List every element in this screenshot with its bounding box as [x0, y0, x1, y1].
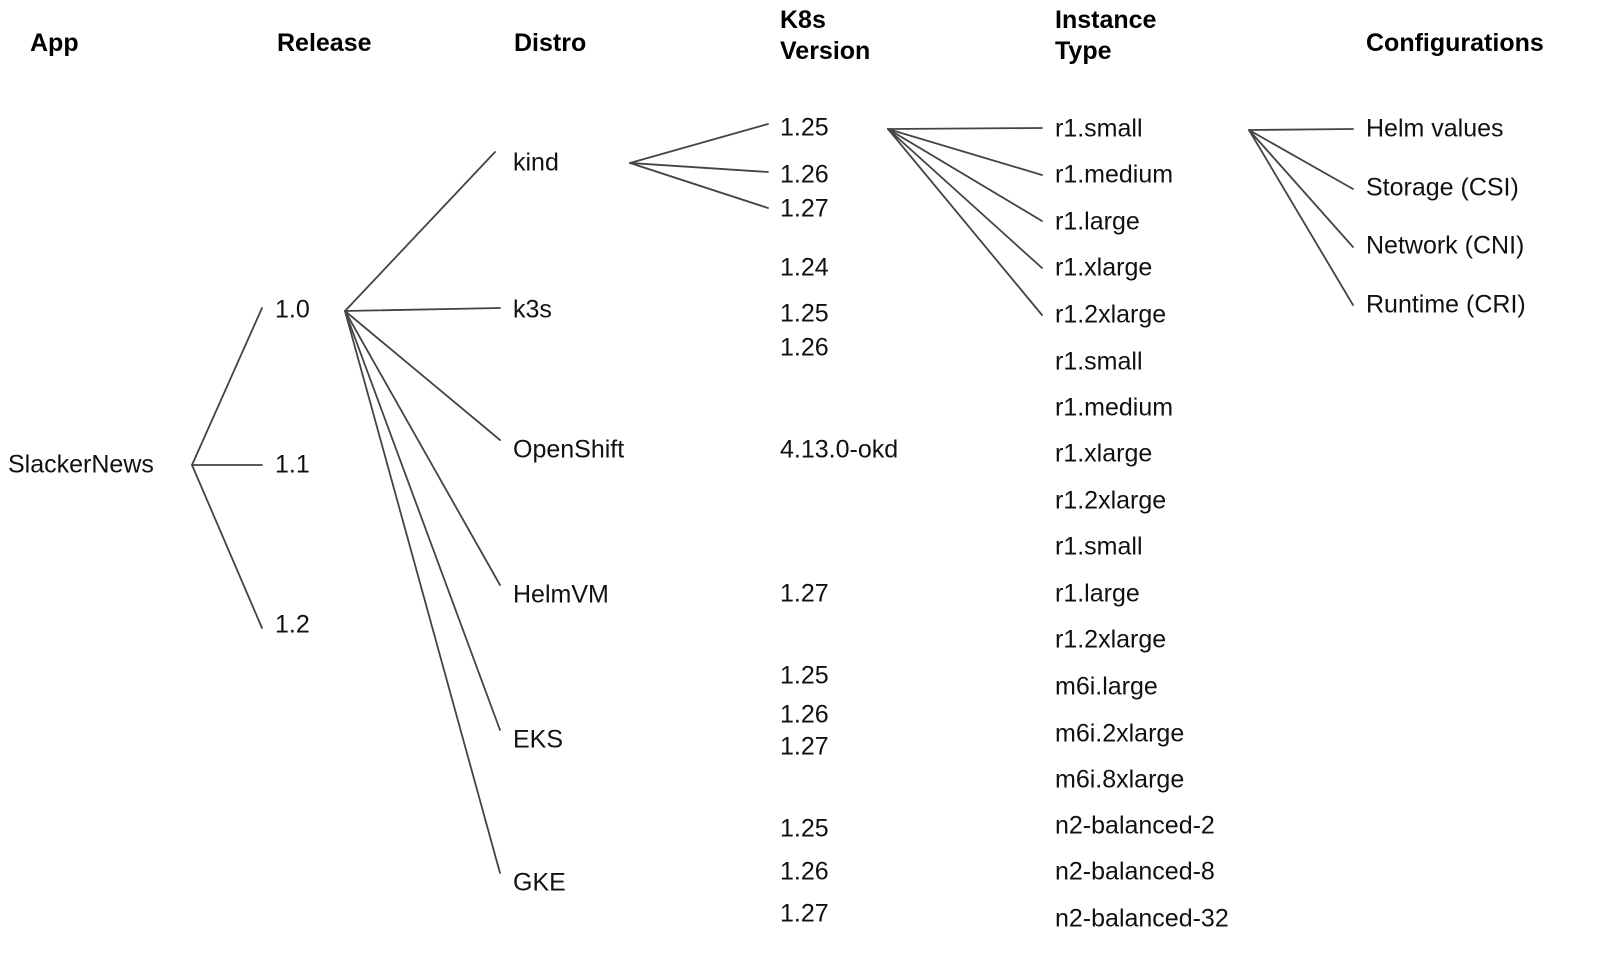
instance-type-node-r1-medium[interactable]: r1.medium — [1055, 393, 1174, 422]
k8s-version-node-1-25[interactable]: 1.25 — [780, 814, 829, 843]
edge-instance-to-config-2 — [1248, 129, 1354, 248]
edge-instance-to-config-0 — [1248, 128, 1354, 131]
tree-edges — [191, 123, 1354, 874]
instance-type-node-r1-2xlarge[interactable]: r1.2xlarge — [1055, 625, 1167, 654]
edge-distro-to-k8s-2 — [629, 162, 769, 209]
k8s-version-node-1-25[interactable]: 1.25 — [780, 661, 829, 690]
edge-distro-to-k8s-0 — [629, 123, 769, 164]
release-node-1-2[interactable]: 1.2 — [275, 610, 310, 639]
k8s-version-node-1-27[interactable]: 1.27 — [780, 732, 829, 761]
column-header-distro: Distro — [514, 29, 587, 57]
edge-instance-to-config-3 — [1248, 129, 1354, 306]
app-node-slackernews[interactable]: SlackerNews — [8, 450, 154, 479]
k8s-version-node-1-26[interactable]: 1.26 — [780, 857, 829, 886]
edge-release-to-distro-1 — [344, 307, 501, 312]
edge-k8s-to-instance-0 — [887, 127, 1043, 130]
column-header-release: Release — [277, 29, 372, 57]
instance-type-node-m6i-8xlarge[interactable]: m6i.8xlarge — [1055, 765, 1185, 794]
k8s-version-node-1-26[interactable]: 1.26 — [780, 333, 829, 362]
column-header-instance-type: Instance Type — [1055, 6, 1157, 65]
instance-type-node-r1-large[interactable]: r1.large — [1055, 579, 1140, 608]
k8s-version-node-1-27[interactable]: 1.27 — [780, 579, 829, 608]
edge-k8s-to-instance-1 — [887, 128, 1043, 176]
edge-release-to-distro-3 — [344, 310, 501, 586]
k8s-version-node-1-26[interactable]: 1.26 — [780, 700, 829, 729]
instance-type-node-r1-2xlarge[interactable]: r1.2xlarge — [1055, 486, 1167, 515]
instance-type-node-r1-xlarge[interactable]: r1.xlarge — [1055, 253, 1153, 282]
distro-node-gke[interactable]: GKE — [513, 868, 566, 897]
release-node-1-1[interactable]: 1.1 — [275, 450, 310, 479]
edge-release-to-distro-4 — [344, 310, 501, 731]
edge-k8s-to-instance-2 — [887, 128, 1043, 222]
edge-k8s-to-instance-4 — [887, 128, 1043, 316]
instance-type-node-m6i-large[interactable]: m6i.large — [1055, 672, 1158, 701]
distro-node-k3s[interactable]: k3s — [513, 295, 552, 324]
configuration-node-storage-csi[interactable]: Storage (CSI) — [1366, 173, 1519, 202]
column-header-app: App — [30, 29, 79, 57]
instance-type-node-r1-medium[interactable]: r1.medium — [1055, 160, 1174, 189]
k8s-version-node-1-24[interactable]: 1.24 — [780, 253, 829, 282]
configuration-node-runtime-cri[interactable]: Runtime (CRI) — [1366, 290, 1526, 319]
instance-type-node-r1-small[interactable]: r1.small — [1055, 347, 1143, 376]
instance-type-node-r1-xlarge[interactable]: r1.xlarge — [1055, 439, 1153, 468]
edge-k8s-to-instance-3 — [887, 128, 1043, 269]
k8s-version-node-1-27[interactable]: 1.27 — [780, 194, 829, 223]
configuration-node-helm-values[interactable]: Helm values — [1366, 114, 1504, 143]
instance-type-node-r1-2xlarge[interactable]: r1.2xlarge — [1055, 300, 1167, 329]
edge-release-to-distro-0 — [344, 151, 496, 312]
instance-type-node-n2-balanced-2[interactable]: n2-balanced-2 — [1055, 811, 1215, 840]
distro-node-eks[interactable]: EKS — [513, 725, 564, 754]
instance-type-node-n2-balanced-8[interactable]: n2-balanced-8 — [1055, 857, 1215, 886]
instance-type-node-r1-small[interactable]: r1.small — [1055, 114, 1143, 143]
edge-instance-to-config-1 — [1248, 129, 1354, 190]
k8s-version-node-1-27[interactable]: 1.27 — [780, 899, 829, 928]
column-header-k8s-version: K8s Version — [780, 6, 871, 65]
distro-node-openshift[interactable]: OpenShift — [513, 435, 625, 464]
k8s-version-node-4-13-0-okd[interactable]: 4.13.0-okd — [780, 435, 899, 464]
instance-type-node-r1-small[interactable]: r1.small — [1055, 532, 1143, 561]
edge-distro-to-k8s-1 — [629, 162, 769, 173]
k8s-version-node-1-25[interactable]: 1.25 — [780, 113, 829, 142]
edge-release-to-distro-5 — [344, 310, 501, 874]
edge-app-to-release-0 — [191, 307, 263, 466]
edge-app-to-release-2 — [191, 464, 263, 629]
instance-type-node-r1-large[interactable]: r1.large — [1055, 207, 1140, 236]
k8s-version-node-1-25[interactable]: 1.25 — [780, 299, 829, 328]
distro-node-kind[interactable]: kind — [513, 148, 559, 177]
configuration-node-network-cni[interactable]: Network (CNI) — [1366, 231, 1525, 260]
k8s-version-node-1-26[interactable]: 1.26 — [780, 160, 829, 189]
instance-type-node-m6i-2xlarge[interactable]: m6i.2xlarge — [1055, 719, 1185, 748]
release-node-1-0[interactable]: 1.0 — [275, 295, 310, 324]
column-header-configurations: Configurations — [1366, 29, 1544, 57]
edge-release-to-distro-2 — [344, 310, 501, 441]
distro-node-helmvm[interactable]: HelmVM — [513, 580, 609, 609]
instance-type-node-n2-balanced-32[interactable]: n2-balanced-32 — [1055, 904, 1229, 933]
